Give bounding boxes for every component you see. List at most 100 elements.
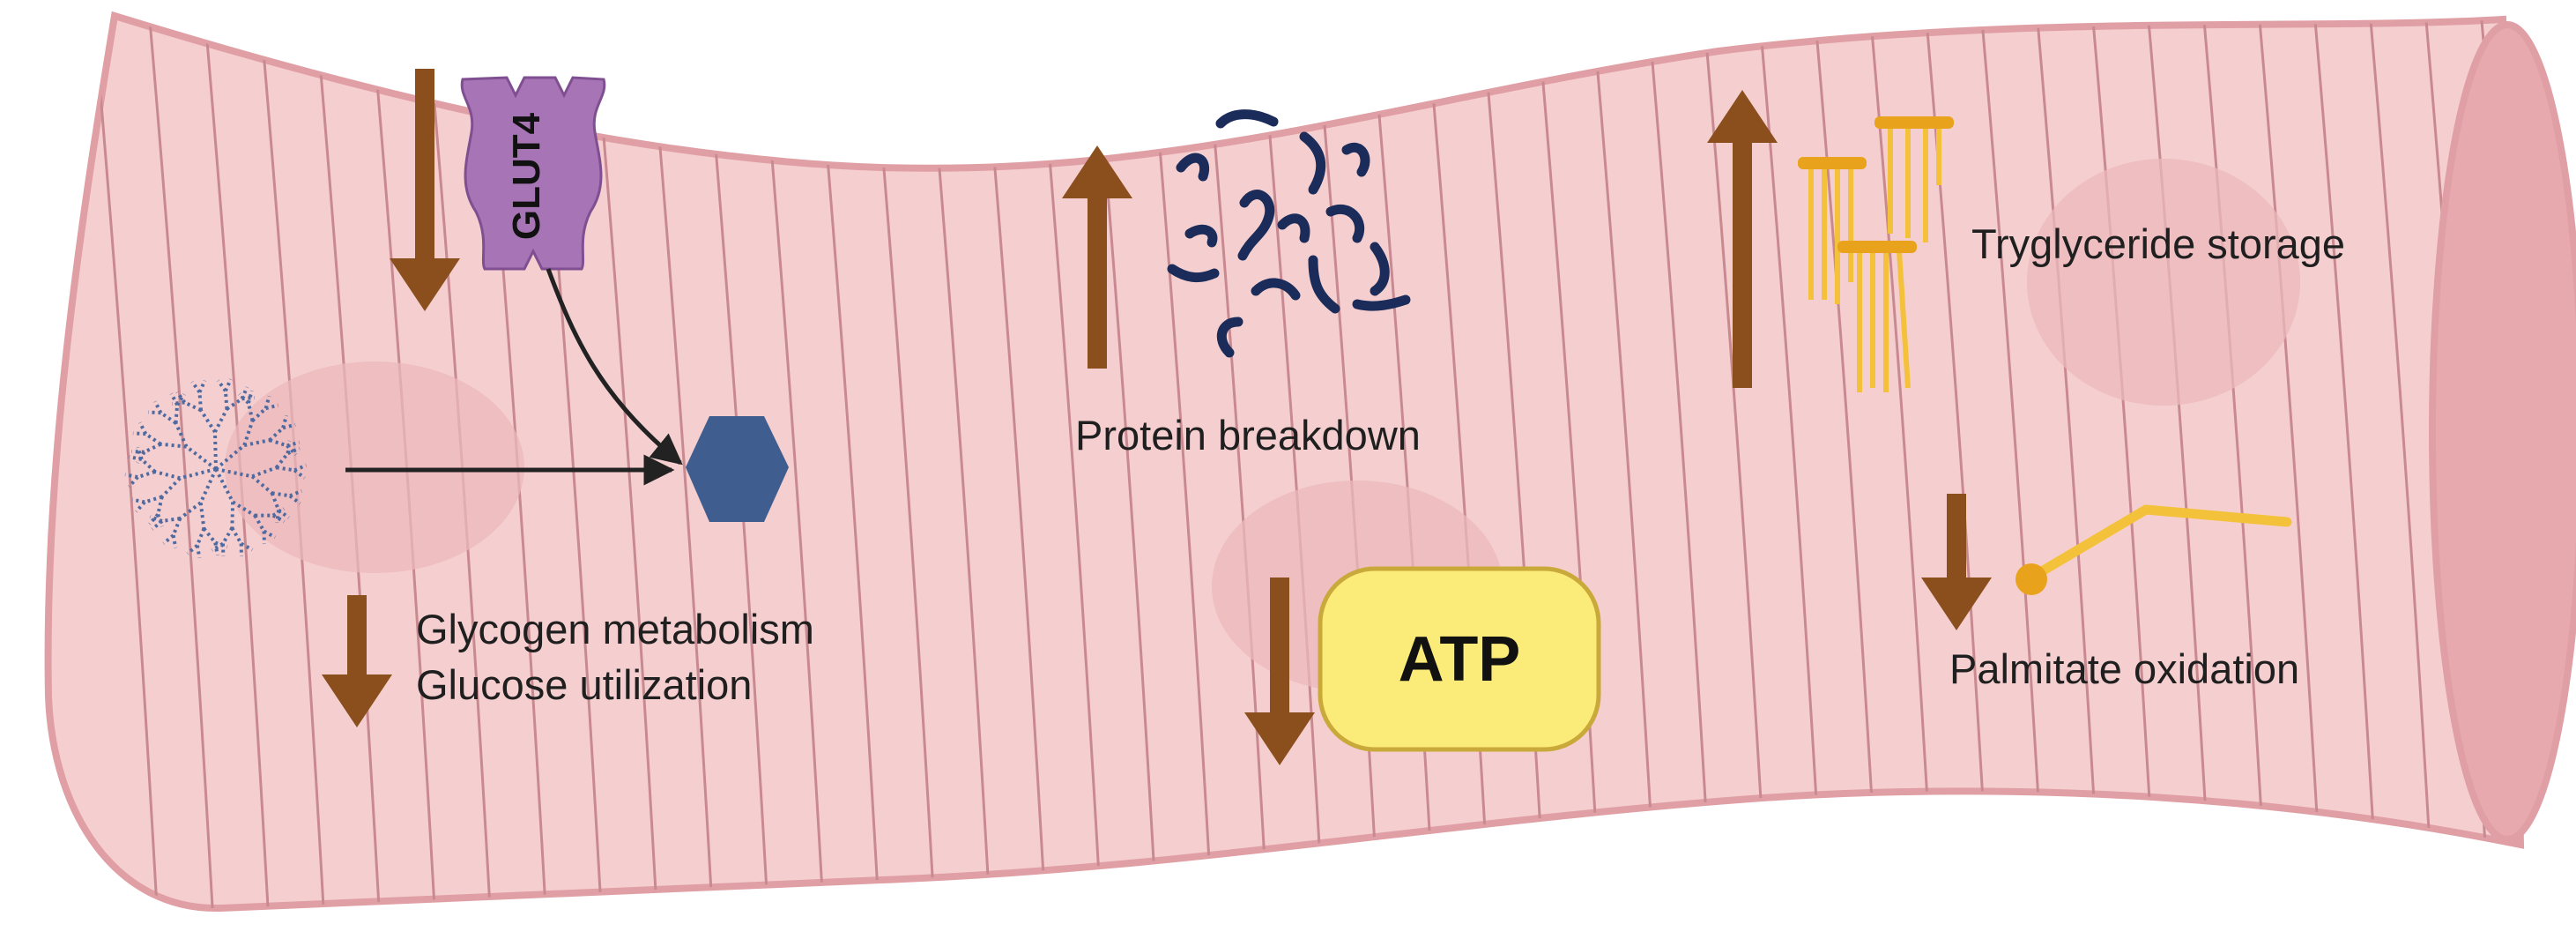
triglyceride-storage-label: Tryglyceride storage <box>1971 220 2345 267</box>
glycogen-branch <box>156 513 164 527</box>
glycogen-branch <box>198 503 206 529</box>
glycogen-branch <box>132 431 146 436</box>
striation-line <box>2256 16 2326 909</box>
glycogen-glucose-down-arrow-icon <box>322 595 392 727</box>
striation-line <box>2312 16 2381 909</box>
glycogen-branch <box>213 407 229 433</box>
glycogen-branch <box>246 390 254 404</box>
glycogen-branch <box>148 513 160 525</box>
palmitate-oxidation-label: Palmitate oxidation <box>1949 645 2299 692</box>
glycogen-branch <box>216 379 227 392</box>
protein-fragments-icon <box>1167 109 1411 358</box>
glycogen-branch <box>214 540 228 549</box>
glycogen-branch <box>171 400 185 406</box>
glucose-utilization-label: Glucose utilization <box>416 661 752 708</box>
glycogen-branch <box>263 529 277 540</box>
glycogen-branch <box>286 440 301 448</box>
glycogen-branch <box>215 467 253 479</box>
glycogen-branch <box>213 542 219 556</box>
glycogen-branch <box>198 468 218 504</box>
striation-line <box>2201 16 2270 909</box>
glycogen-branch <box>240 541 254 552</box>
glycogen-branch <box>186 544 199 555</box>
glycogen-branch <box>288 494 301 505</box>
glycogen-branch <box>251 466 278 479</box>
glucose-hexagon-icon <box>686 416 789 522</box>
glycogen-branch <box>238 392 250 405</box>
glycogen-branch <box>154 470 181 481</box>
glycogen-branch <box>171 534 178 548</box>
striation-line <box>1368 16 1437 909</box>
glycogen-branch <box>124 473 138 480</box>
striation-line <box>1479 16 1548 909</box>
fiber-end-cap <box>2429 21 2576 843</box>
glycogen-branch <box>137 421 148 436</box>
glycogen-branch <box>131 449 145 454</box>
glycogen-branch <box>230 502 235 528</box>
glycogen-branch <box>160 442 187 449</box>
glycogen-branch <box>160 476 182 498</box>
protein-breakdown-up-arrow-icon <box>1062 145 1132 369</box>
glycogen-branch <box>271 507 286 518</box>
glycogen-branch <box>242 420 255 446</box>
glycogen-branch <box>199 409 217 434</box>
striation-line <box>91 16 160 909</box>
glycogen-branch <box>197 379 207 393</box>
glut4-transporter: GLUT4 <box>460 76 606 271</box>
atp-down-arrow-icon <box>1244 578 1315 765</box>
striation-line <box>2367 16 2437 909</box>
glycogen-branch <box>212 431 218 470</box>
atp-box: ATP <box>1318 566 1601 752</box>
glycogen-branch <box>293 463 308 473</box>
glycogen-branch <box>131 497 145 504</box>
glycogen-branch-icon <box>124 378 308 559</box>
striation-line <box>1590 16 1659 909</box>
glycogen-branch <box>153 400 163 414</box>
striation-line <box>146 16 216 909</box>
striation-line <box>2145 16 2215 909</box>
glycogen-branch <box>264 395 271 409</box>
striation-line <box>1645 16 1715 909</box>
glut4-to-glucose-arrow <box>546 268 683 466</box>
glut4-label: GLUT4 <box>505 112 548 240</box>
nucleus <box>225 361 524 573</box>
glut4-down-arrow-icon <box>390 69 460 311</box>
glycogen-branch <box>179 501 202 520</box>
glut4-icon <box>460 76 606 271</box>
protein-breakdown-label: Protein breakdown <box>1075 412 1421 458</box>
triglyceride-storage-up-arrow-icon <box>1707 90 1778 388</box>
glycogen-branch <box>174 421 189 448</box>
glycogen-branch <box>135 501 146 513</box>
glycogen-branch <box>250 474 273 495</box>
glycogen-branch <box>179 467 217 481</box>
glycogen-branch <box>271 513 286 524</box>
glycogen-branch <box>185 445 218 471</box>
glycogen-branch <box>243 438 271 447</box>
glycogen-branch <box>224 378 233 392</box>
palmitate-chain-icon <box>2016 504 2292 595</box>
palmitate-oxidation-down-arrow-icon <box>1921 494 1992 630</box>
striation-line <box>1423 16 1493 909</box>
glycogen-branch <box>265 403 279 411</box>
glycogen-branch <box>190 380 202 393</box>
glycogen-metabolism-label: Glycogen metabolism <box>416 606 814 652</box>
glycogen-branch <box>128 475 139 488</box>
glycogen-branch <box>289 488 303 498</box>
nucleus <box>2027 159 2300 406</box>
triglyceride-lipid-icon <box>1798 116 1954 392</box>
glycogen-branch <box>293 468 306 480</box>
glycogen-branch <box>232 500 256 518</box>
trend-arrows <box>322 69 1992 765</box>
glycogen-branch <box>281 414 288 429</box>
glycogen-branch <box>136 451 146 464</box>
atp-label: ATP <box>1399 624 1521 695</box>
glycogen-branch <box>175 391 187 404</box>
glycogen-branch <box>286 443 298 457</box>
striation-line <box>1312 16 1382 909</box>
glycogen-branch <box>282 422 296 430</box>
glycogen-branch <box>214 443 246 471</box>
striation-line <box>1534 16 1604 909</box>
glycogen-branch <box>148 410 161 415</box>
glycogen-branch <box>195 545 202 559</box>
